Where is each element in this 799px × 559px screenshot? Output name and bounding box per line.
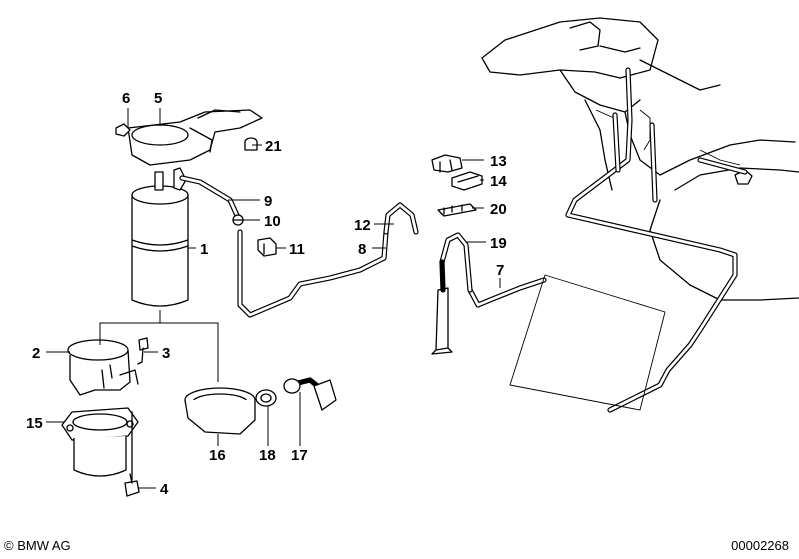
floor-outline bbox=[509, 274, 666, 411]
callout-5: 5 bbox=[154, 90, 162, 107]
group-line bbox=[99, 310, 219, 382]
clip-11 bbox=[257, 237, 277, 257]
callout-1: 1 bbox=[200, 241, 208, 258]
leader-lines bbox=[46, 108, 501, 489]
callout-2: 2 bbox=[32, 345, 40, 362]
callout-18: 18 bbox=[259, 447, 276, 464]
callout-19: 19 bbox=[490, 235, 507, 252]
clip-20 bbox=[437, 203, 477, 217]
callout-16: 16 bbox=[209, 447, 226, 464]
hose-clamp-10 bbox=[232, 214, 244, 226]
fuel-lines bbox=[237, 67, 748, 413]
callout-17: 17 bbox=[291, 447, 308, 464]
hose-19 bbox=[431, 232, 473, 355]
callout-7: 7 bbox=[496, 262, 504, 279]
callout-21: 21 bbox=[265, 138, 282, 155]
callout-15: 15 bbox=[26, 415, 43, 432]
hex-bolt bbox=[115, 123, 131, 137]
clip-13 bbox=[431, 154, 463, 173]
callout-3: 3 bbox=[162, 345, 170, 362]
screw-3 bbox=[137, 337, 149, 365]
mounting-bracket-2 bbox=[67, 339, 139, 396]
bolt-4 bbox=[124, 473, 140, 497]
callout-13: 13 bbox=[490, 153, 507, 170]
callout-6: 6 bbox=[122, 90, 130, 107]
clamp-18 bbox=[255, 389, 277, 407]
callout-12: 12 bbox=[354, 217, 371, 234]
callout-8: 8 bbox=[358, 241, 366, 258]
callout-14: 14 bbox=[490, 173, 507, 190]
carbon-canister bbox=[131, 167, 189, 307]
callout-20: 20 bbox=[490, 201, 507, 218]
callout-9: 9 bbox=[264, 193, 272, 210]
callout-4: 4 bbox=[160, 481, 169, 498]
holder-14 bbox=[451, 171, 483, 191]
hose-9 bbox=[179, 175, 243, 225]
callout-11: 11 bbox=[289, 241, 305, 258]
canister-bracket bbox=[127, 109, 263, 166]
copyright-notice: © BMW AG bbox=[4, 538, 71, 553]
collar-16 bbox=[184, 387, 256, 435]
rubber-grommet bbox=[244, 137, 258, 151]
connector-12 bbox=[383, 202, 419, 235]
callout-numbers: 6 5 21 13 14 9 10 1 11 12 20 8 19 7 2 3 … bbox=[26, 90, 507, 498]
mounting-flange-15 bbox=[61, 407, 139, 481]
drawing-number: 00002268 bbox=[731, 538, 789, 553]
vehicle-body-outline bbox=[481, 17, 799, 301]
callout-10: 10 bbox=[264, 213, 281, 230]
elbow-hose-17 bbox=[283, 377, 337, 411]
